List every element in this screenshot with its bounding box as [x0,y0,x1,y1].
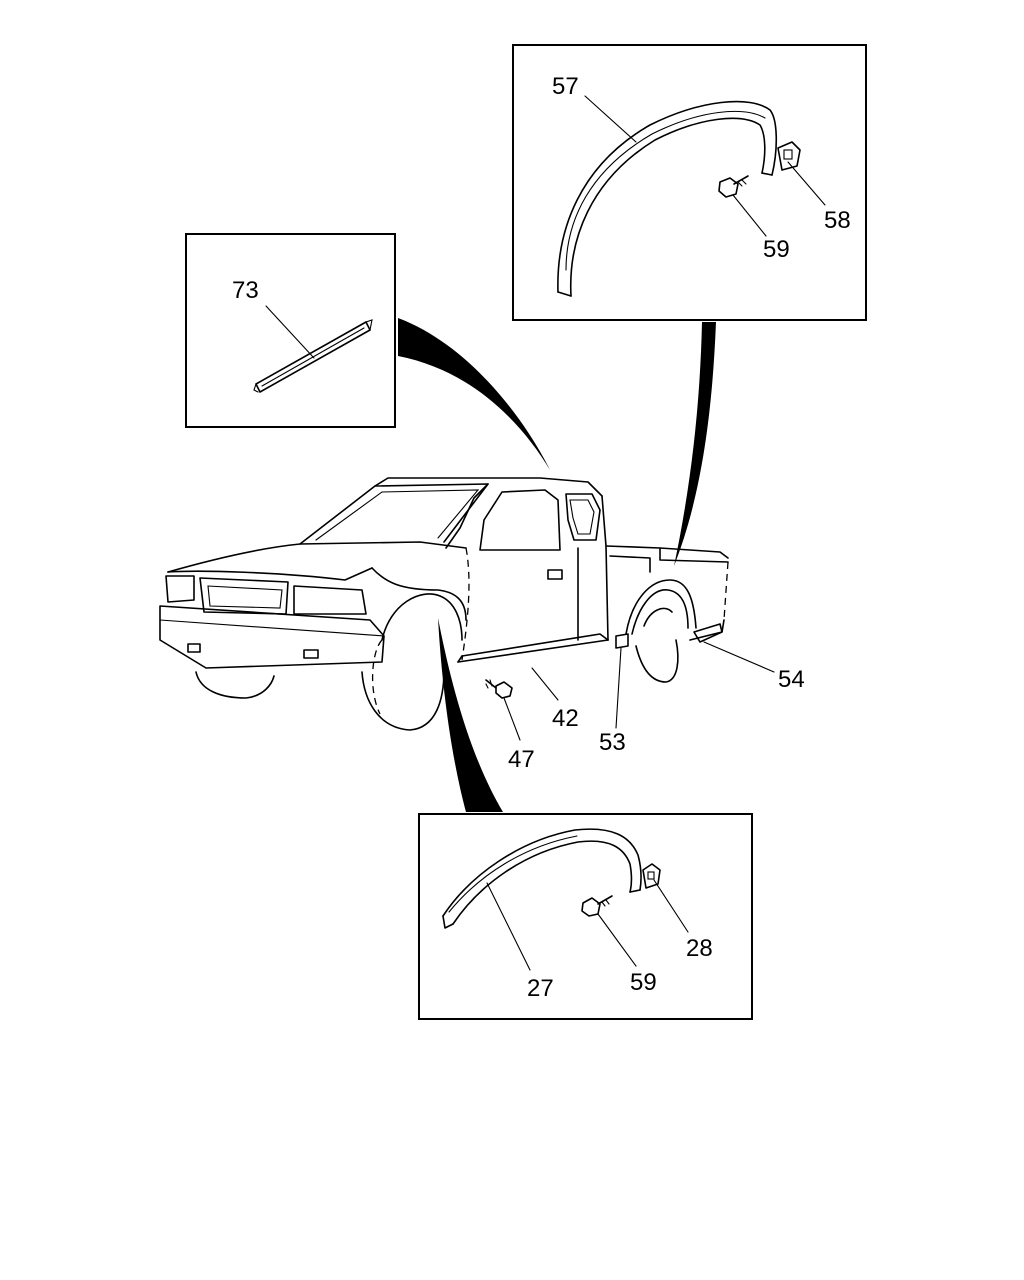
rear-wheel-arch-molding-57 [557,100,778,297]
label-59-front: 59 [630,969,657,996]
connector-wedge-73 [398,318,550,470]
clip-nut-28 [642,863,661,889]
label-73: 73 [232,277,259,304]
leader-54 [703,641,775,673]
screw-47 [485,679,513,699]
detail-box-27: 27 28 59 [418,813,753,1020]
detail-box-57: 57 58 59 [512,44,867,321]
connector-wedge-57 [674,322,716,566]
detail-box-73: 73 [185,233,396,428]
label-28: 28 [686,935,713,962]
label-54: 54 [778,666,805,693]
label-59-rear: 59 [763,236,790,263]
label-57: 57 [552,73,579,100]
leader-27 [486,882,531,971]
leader-59-front [597,913,637,967]
label-42: 42 [552,705,579,732]
clip-nut-58 [777,141,801,171]
label-58: 58 [824,207,851,234]
label-53: 53 [599,729,626,756]
connector-wedge-27 [438,618,503,812]
leader-28 [653,879,689,933]
leader-53 [615,647,622,729]
pickup-truck-illustration: 54 42 53 47 [159,477,805,773]
leader-59-rear [732,194,767,237]
leader-58 [787,161,826,206]
leader-57 [584,95,637,143]
label-27: 27 [527,975,554,1002]
screw-59-rear [718,175,749,198]
leader-73 [265,305,315,359]
front-wheel-arch-molding-27 [442,828,642,929]
label-47: 47 [508,746,535,773]
leader-42 [531,667,559,701]
leader-47 [503,697,521,741]
